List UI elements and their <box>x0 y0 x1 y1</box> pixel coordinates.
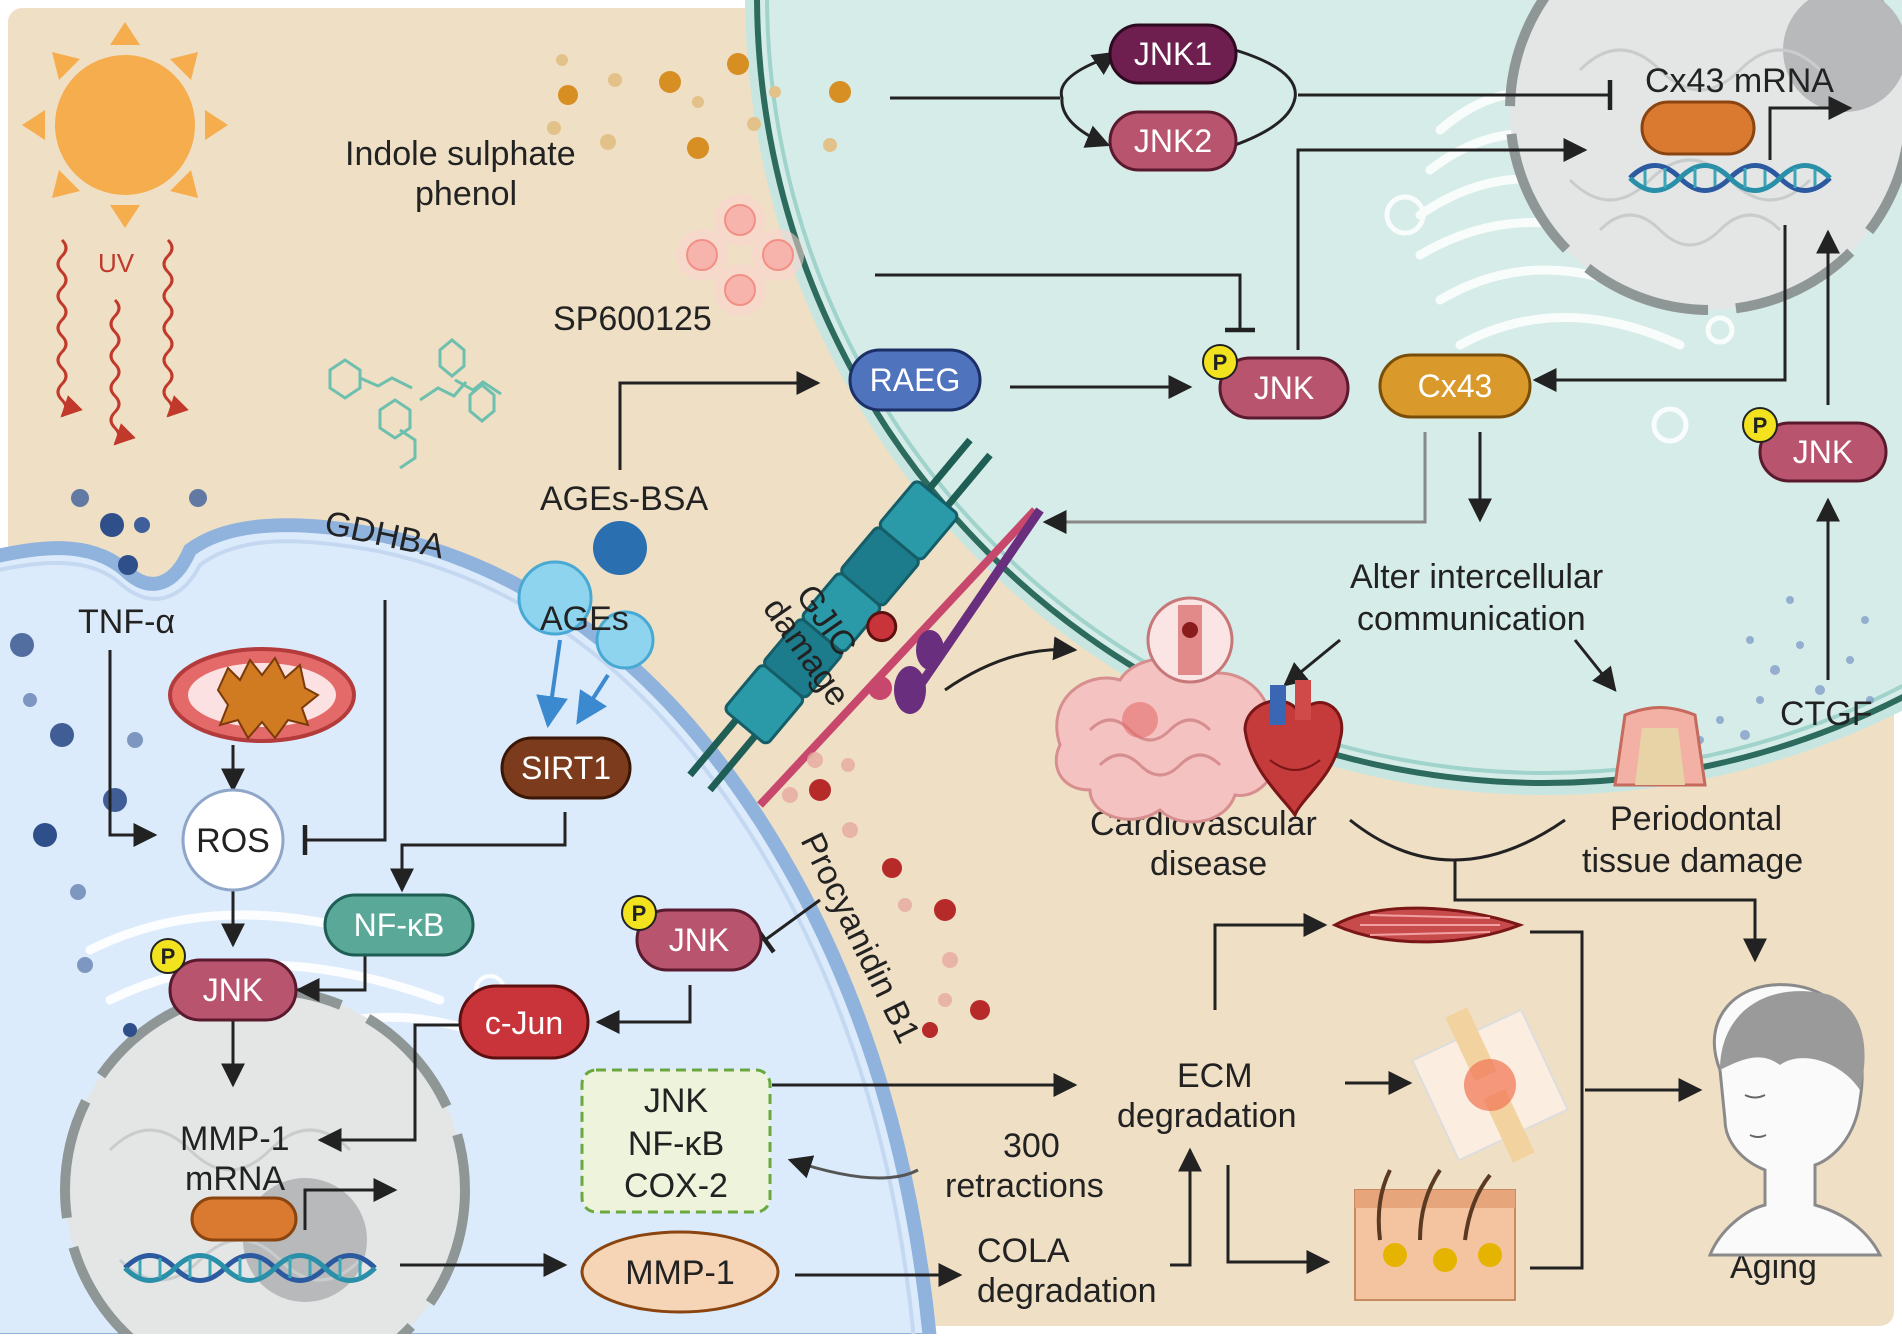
ages-bsa-particle <box>593 521 647 575</box>
aging-face-icon <box>1707 983 1883 1257</box>
cx43-mrna-label: Cx43 mRNA <box>1645 62 1834 100</box>
mmp1-label: MMP-1 <box>625 1254 735 1292</box>
sirt1-node <box>500 736 632 800</box>
box-line3: COX-2 <box>624 1167 728 1205</box>
ecm-label-line2: degradation <box>1117 1097 1297 1135</box>
knee-joint-icon <box>1411 1007 1569 1163</box>
phospho-marker <box>621 895 657 931</box>
dna-icon <box>123 1253 377 1283</box>
connectors <box>108 48 1853 1287</box>
periodontal-label-line1: Periodontal <box>1610 800 1782 838</box>
phospho-label: P <box>632 901 647 926</box>
skin-icon <box>1354 1168 1516 1301</box>
indole-label-line1: Indole sulphate <box>345 135 576 173</box>
phospho-label: P <box>1213 350 1228 375</box>
cardio-label-line2: disease <box>1150 845 1267 883</box>
nfkb-label: NF-κB <box>354 907 445 943</box>
jnk1-label: JNK1 <box>1134 36 1212 72</box>
ages-sirt1-arrow <box>536 639 568 729</box>
cjun-node <box>458 984 590 1060</box>
jnk2-node <box>1108 110 1238 172</box>
retractions-label-line1: 300 <box>1003 1127 1060 1165</box>
jnk-node-left <box>168 958 298 1022</box>
inflammation-box <box>580 1068 772 1214</box>
cola-label-line2: degradation <box>977 1272 1157 1310</box>
ages-bsa-label: AGEs-BSA <box>540 480 708 518</box>
indole-label-line2: phenol <box>415 175 517 213</box>
jnk-label-top: JNK <box>1254 370 1314 406</box>
jnk-node-mid <box>635 908 763 972</box>
cx43-node <box>1378 353 1532 419</box>
muscle-icon <box>1331 906 1525 944</box>
indole-particles <box>547 53 851 159</box>
box-line2: NF-κB <box>628 1125 724 1163</box>
ros-label: ROS <box>196 822 270 860</box>
jnk-label-mid: JNK <box>669 922 729 958</box>
mmp1-mrna-label-line2: mRNA <box>185 1160 285 1198</box>
cjun-label: c-Jun <box>485 1005 563 1041</box>
mmp1-mrna-transcript <box>190 1196 298 1242</box>
nfkb-node <box>323 893 475 957</box>
sp600125-particles <box>676 194 804 316</box>
alter-label-line1: Alter intercellular <box>1350 558 1603 596</box>
ros-node <box>181 788 285 892</box>
sp600125-label: SP600125 <box>553 300 712 338</box>
tnf-label: TNF-α <box>78 603 175 641</box>
ages-particle <box>517 560 593 636</box>
cx43-label: Cx43 <box>1418 368 1493 404</box>
jnk-label-right: JNK <box>1793 434 1853 470</box>
vessel-icon <box>1146 596 1234 684</box>
cx43-mrna-transcript <box>1640 100 1756 156</box>
sun-icon <box>22 22 228 228</box>
gap-junction-icon <box>687 437 1044 808</box>
phospho-marker <box>1742 407 1778 443</box>
jnk-label-left: JNK <box>203 972 263 1008</box>
molecule-icon <box>328 338 502 470</box>
uv-label: UV <box>98 248 135 278</box>
raeg-node <box>848 348 982 412</box>
heart-icon <box>1243 680 1344 819</box>
ctgf-label: CTGF <box>1780 695 1873 733</box>
ages-sirt1-arrow <box>576 673 610 725</box>
ctgf-particles <box>1696 596 1874 744</box>
cola-label-line1: COLA <box>977 1232 1070 1270</box>
phospho-label: P <box>1753 413 1768 438</box>
jnk2-label: JNK2 <box>1134 123 1212 159</box>
ages-particle <box>595 610 655 670</box>
mmp1-mrna-label-line1: MMP-1 <box>180 1120 290 1158</box>
phospho-marker <box>150 938 186 974</box>
jnk-node-top <box>1218 356 1350 420</box>
retractions-label-line2: retractions <box>945 1167 1104 1205</box>
phospho-label: P <box>161 944 176 969</box>
ages-label: AGEs <box>540 600 629 638</box>
mitochondrion-icon <box>168 647 356 743</box>
jnk1-node <box>1108 23 1238 85</box>
phospho-marker <box>1202 344 1238 380</box>
brain-icon <box>1054 657 1279 824</box>
jnk-node-right <box>1758 421 1888 483</box>
mmp1-node <box>580 1230 780 1314</box>
procyanidin-particles <box>782 752 990 1038</box>
tooth-icon <box>1613 706 1707 787</box>
sirt1-label: SIRT1 <box>521 750 611 786</box>
box-line1: JNK <box>644 1082 709 1120</box>
alter-label-line2: communication <box>1357 600 1586 638</box>
uv-wave-icon <box>56 238 189 446</box>
dna-icon <box>1628 163 1832 193</box>
raeg-label: RAEG <box>870 362 961 398</box>
ecm-label-line1: ECM <box>1177 1057 1253 1095</box>
periodontal-label-line2: tissue damage <box>1582 842 1803 880</box>
